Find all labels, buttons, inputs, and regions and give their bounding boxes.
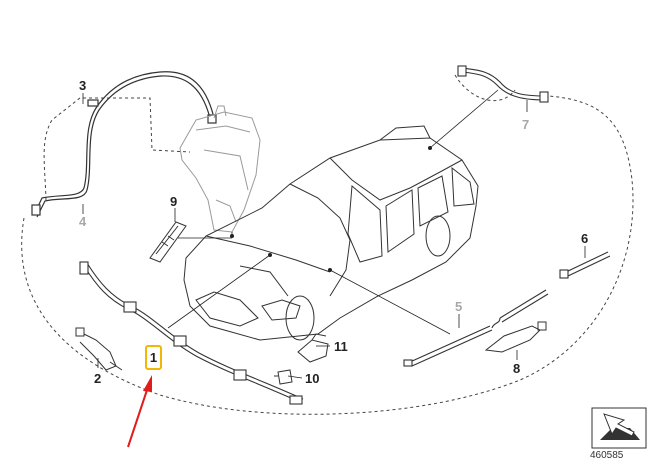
part-label-7: 7	[522, 117, 530, 132]
nozzle-part-2	[75, 327, 123, 371]
leader-dot	[328, 268, 332, 272]
washer-reservoir	[179, 105, 261, 233]
washer-hose-nozzles	[79, 261, 304, 405]
dashed-hose-guide	[43, 97, 191, 201]
leader-dot	[230, 234, 234, 238]
connector-part-10	[274, 369, 293, 385]
car-body	[183, 125, 479, 341]
part-label-10: 10	[305, 371, 320, 386]
dashed-hose-guide-right	[454, 74, 516, 102]
part-label-8: 8	[513, 361, 521, 376]
hose-part-6	[559, 251, 611, 279]
part-label-9: 9	[170, 194, 178, 209]
part-label-1: 1	[149, 350, 158, 365]
washer-hose-upper	[31, 71, 217, 218]
view-direction-icon	[591, 407, 647, 449]
part-label-6: 6	[581, 231, 589, 246]
hose-part-7	[457, 65, 549, 103]
part-label-4: 4	[79, 214, 87, 229]
hose-part-5	[403, 289, 549, 367]
part-label-3: 3	[79, 78, 87, 93]
part-label-11: 11	[334, 339, 348, 354]
highlight-part-1[interactable]: 1	[145, 345, 162, 370]
label-ticks	[82, 93, 586, 368]
catalog-number: 460585	[590, 450, 624, 461]
nozzle-part-8	[484, 321, 547, 353]
leader-dot	[428, 146, 432, 150]
red-arrow-icon	[127, 375, 152, 448]
bracket-part-9	[149, 221, 187, 263]
bracket-part-11	[297, 333, 329, 363]
leader-lines	[167, 89, 499, 379]
part-label-2: 2	[94, 371, 102, 386]
leader-dot	[268, 253, 272, 257]
part-label-5: 5	[455, 299, 463, 314]
